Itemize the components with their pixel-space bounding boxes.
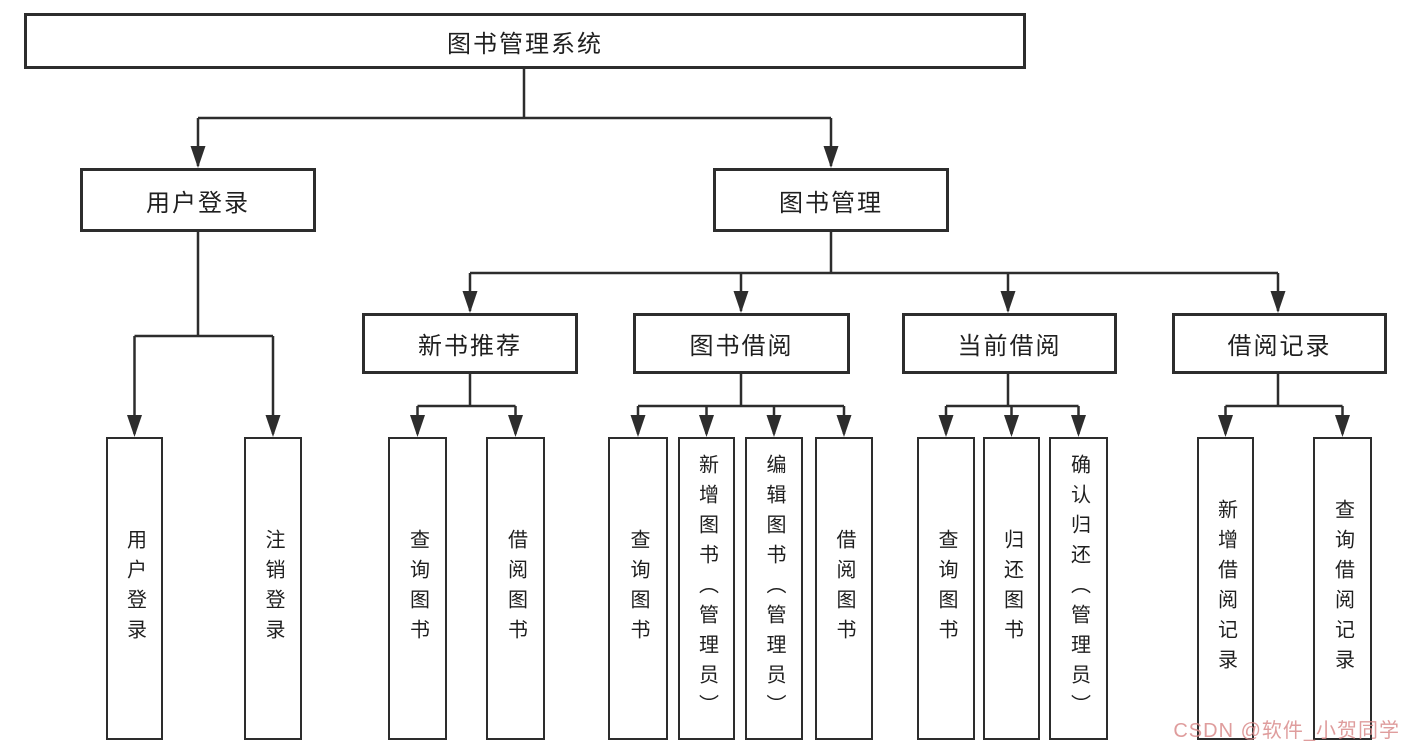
node-leaf-bb-borrow: 借阅图书 [815, 437, 873, 740]
node-leaf-nb-query-label: 查询图书 [406, 528, 429, 649]
node-leaf-br-query: 查询借阅记录 [1313, 437, 1372, 740]
node-root-label: 图书管理系统 [447, 30, 603, 58]
node-leaf-cb-confirm: 确认归还（管理员） [1049, 437, 1108, 740]
node-leaf-cb-query: 查询图书 [917, 437, 975, 740]
node-leaf-bb-query: 查询图书 [608, 437, 668, 740]
node-leaf-bb-add-label: 新增图书（管理员） [695, 453, 718, 724]
node-new-book-rec: 新书推荐 [362, 313, 578, 374]
node-leaf-user-login: 用户登录 [106, 437, 163, 740]
node-leaf-logout: 注销登录 [244, 437, 302, 740]
node-leaf-br-add-label: 新增借阅记录 [1214, 498, 1237, 679]
node-root: 图书管理系统 [24, 13, 1026, 69]
node-leaf-br-query-label: 查询借阅记录 [1331, 498, 1354, 679]
node-current-borrow: 当前借阅 [902, 313, 1117, 374]
node-leaf-bb-query-label: 查询图书 [627, 528, 649, 649]
node-current-borrow-label: 当前借阅 [957, 333, 1062, 360]
node-leaf-bb-edit: 编辑图书（管理员） [745, 437, 803, 740]
node-leaf-cb-return-label: 归还图书 [1000, 528, 1023, 649]
node-borrow-records-label: 借阅记录 [1227, 333, 1332, 360]
node-leaf-nb-borrow-label: 借阅图书 [504, 528, 527, 649]
node-new-book-rec-label: 新书推荐 [418, 333, 522, 360]
node-leaf-nb-borrow: 借阅图书 [486, 437, 545, 740]
node-borrow-records: 借阅记录 [1172, 313, 1387, 374]
node-leaf-nb-query: 查询图书 [388, 437, 447, 740]
node-leaf-bb-edit-label: 编辑图书（管理员） [763, 453, 785, 724]
node-leaf-bb-borrow-label: 借阅图书 [833, 528, 855, 649]
node-book-mgmt-group-label: 图书管理 [779, 189, 883, 217]
node-leaf-br-add: 新增借阅记录 [1197, 437, 1254, 740]
node-user-login-group-label: 用户登录 [146, 189, 250, 217]
node-leaf-cb-return: 归还图书 [983, 437, 1040, 740]
node-leaf-cb-confirm-label: 确认归还（管理员） [1067, 453, 1090, 724]
connector-stems [133, 69, 1344, 434]
node-book-borrow-label: 图书借阅 [689, 333, 794, 360]
node-book-mgmt-group: 图书管理 [713, 168, 949, 232]
watermark: CSDN @软件_小贺同学 [1173, 720, 1400, 742]
node-leaf-logout-label: 注销登录 [262, 528, 284, 649]
node-book-borrow: 图书借阅 [633, 313, 850, 374]
node-leaf-cb-query-label: 查询图书 [935, 528, 957, 649]
node-leaf-bb-add: 新增图书（管理员） [678, 437, 735, 740]
node-leaf-user-login-label: 用户登录 [123, 528, 146, 649]
node-user-login-group: 用户登录 [80, 168, 316, 232]
